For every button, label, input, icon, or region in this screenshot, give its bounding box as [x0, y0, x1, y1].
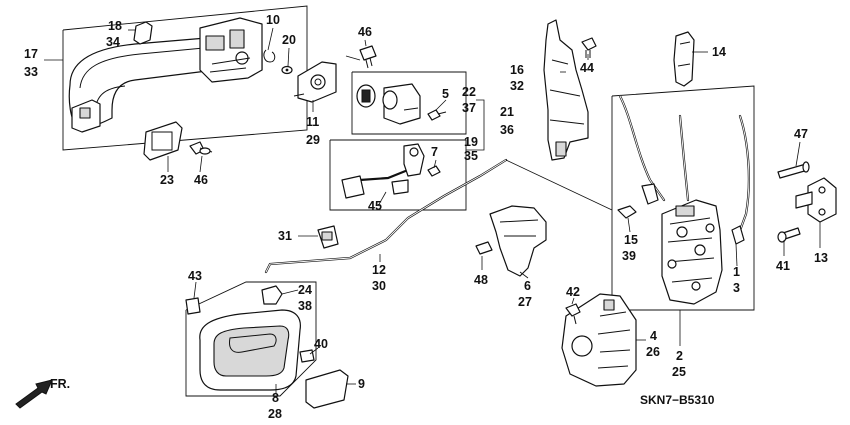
callout-23: 23 — [160, 173, 174, 187]
rear-bracket — [543, 19, 597, 161]
callout-47: 47 — [794, 127, 808, 141]
callout-48: 48 — [474, 273, 488, 287]
callout-43: 43 — [188, 269, 202, 283]
callout-17: 17 — [24, 47, 38, 61]
callout-11: 11 — [306, 115, 319, 129]
lock-cylinder — [351, 71, 467, 135]
callout-25: 25 — [672, 365, 686, 379]
callout-35: 35 — [464, 149, 478, 163]
callout-29: 29 — [306, 133, 320, 147]
callout-10: 10 — [266, 13, 280, 27]
lock-rod-assembly — [329, 139, 467, 211]
callout-3: 3 — [733, 281, 740, 295]
callout-12: 12 — [372, 263, 386, 277]
callout-2: 2 — [676, 349, 683, 363]
rod-guard-14 — [673, 31, 695, 87]
direction-label: FR. — [50, 377, 70, 391]
rod-12 — [264, 158, 613, 274]
inner-handle-assembly — [185, 281, 349, 409]
callout-31: 31 — [278, 229, 292, 243]
callout-5: 5 — [442, 87, 449, 101]
callout-45: 45 — [368, 199, 382, 213]
callout-44: 44 — [580, 61, 594, 75]
leader-lines — [44, 27, 821, 394]
callout-46-upper: 46 — [358, 25, 372, 39]
screw-41 — [777, 227, 801, 243]
callout-15: 15 — [624, 233, 638, 247]
callout-41: 41 — [776, 259, 790, 273]
callout-33: 33 — [24, 65, 38, 79]
callout-39: 39 — [622, 249, 636, 263]
callout-37: 37 — [462, 101, 476, 115]
callout-6: 6 — [524, 279, 531, 293]
bolt-46 — [345, 45, 377, 69]
callout-34: 34 — [106, 35, 120, 49]
callout-28: 28 — [268, 407, 282, 421]
callout-22: 22 — [462, 85, 476, 99]
callout-21: 21 — [500, 105, 514, 119]
callout-9: 9 — [358, 377, 365, 391]
callout-14: 14 — [712, 45, 726, 59]
callout-30: 30 — [372, 279, 386, 293]
callout-42: 42 — [566, 285, 580, 299]
diagram-code: SKN7−B5310 — [640, 393, 715, 407]
callout-46-lower: 46 — [194, 173, 208, 187]
callout-32: 32 — [510, 79, 524, 93]
callout-27: 27 — [518, 295, 532, 309]
callout-13: 13 — [814, 251, 828, 265]
striker-13 — [795, 177, 837, 223]
callout-16: 16 — [510, 63, 524, 77]
callout-4: 4 — [650, 329, 657, 343]
callout-20: 20 — [282, 33, 296, 47]
callout-labels: 17 33 18 34 10 20 11 29 46 22 37 5 21 36… — [24, 13, 828, 421]
callout-38: 38 — [298, 299, 312, 313]
screw-47 — [777, 161, 810, 179]
callout-19: 19 — [464, 135, 478, 149]
callout-40: 40 — [314, 337, 328, 351]
outer-handle-assembly — [62, 5, 337, 161]
latch-assembly — [611, 85, 755, 311]
front-direction-arrow — [15, 379, 53, 409]
callout-24: 24 — [298, 283, 312, 297]
callout-18: 18 — [108, 19, 122, 33]
callout-7: 7 — [431, 145, 438, 159]
callout-26: 26 — [646, 345, 660, 359]
callout-8: 8 — [272, 391, 279, 405]
actuator-4 — [561, 293, 637, 387]
bracket-6 — [475, 205, 547, 277]
callout-1: 1 — [733, 265, 740, 279]
callout-36: 36 — [500, 123, 514, 137]
